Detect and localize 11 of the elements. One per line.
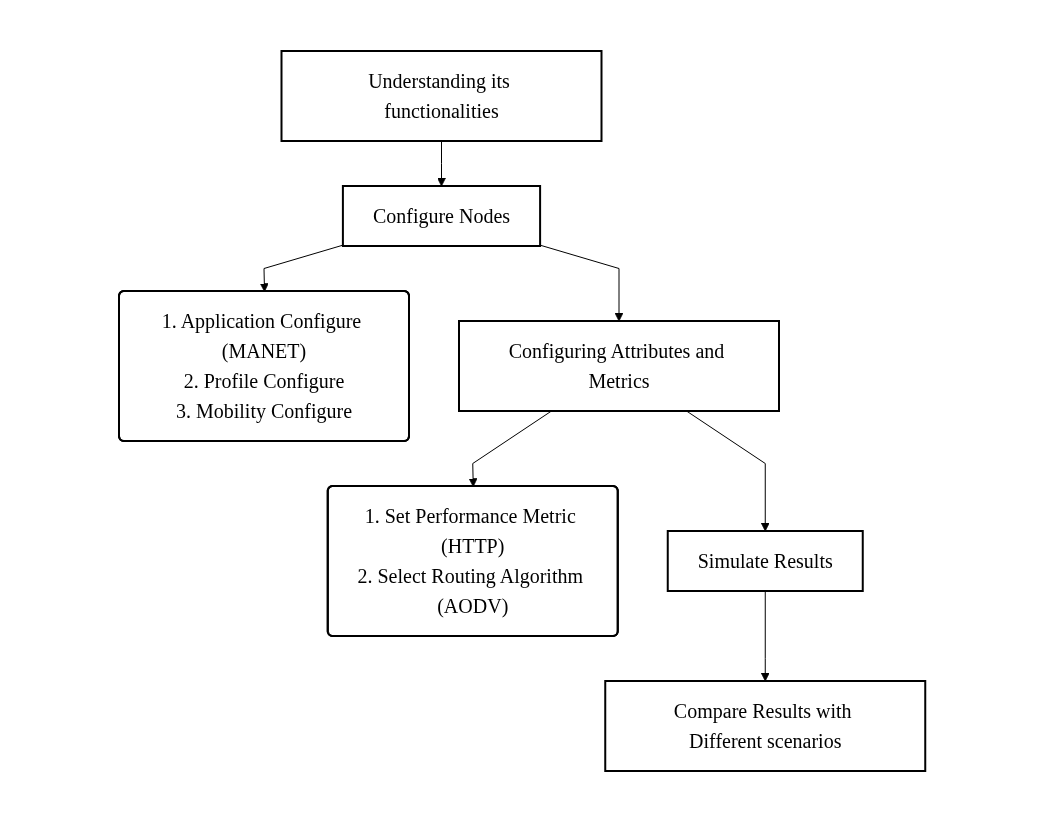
node-box: Understanding its functionalities	[280, 50, 603, 142]
node-box: Configure Nodes	[341, 185, 541, 247]
arrow	[539, 244, 624, 322]
node-box: Configuring Attributes and Metrics	[457, 320, 780, 412]
arrow	[760, 590, 770, 682]
arrow	[259, 244, 344, 292]
node-box: Simulate Results	[666, 530, 864, 592]
node-text: 1. Application Configure (MANET) 2. Profile Configure 3. Mobility Configure	[161, 310, 362, 422]
arrow	[437, 140, 446, 187]
arrow	[468, 410, 552, 487]
node-box: Compare Results with Different scenarios	[604, 680, 927, 772]
